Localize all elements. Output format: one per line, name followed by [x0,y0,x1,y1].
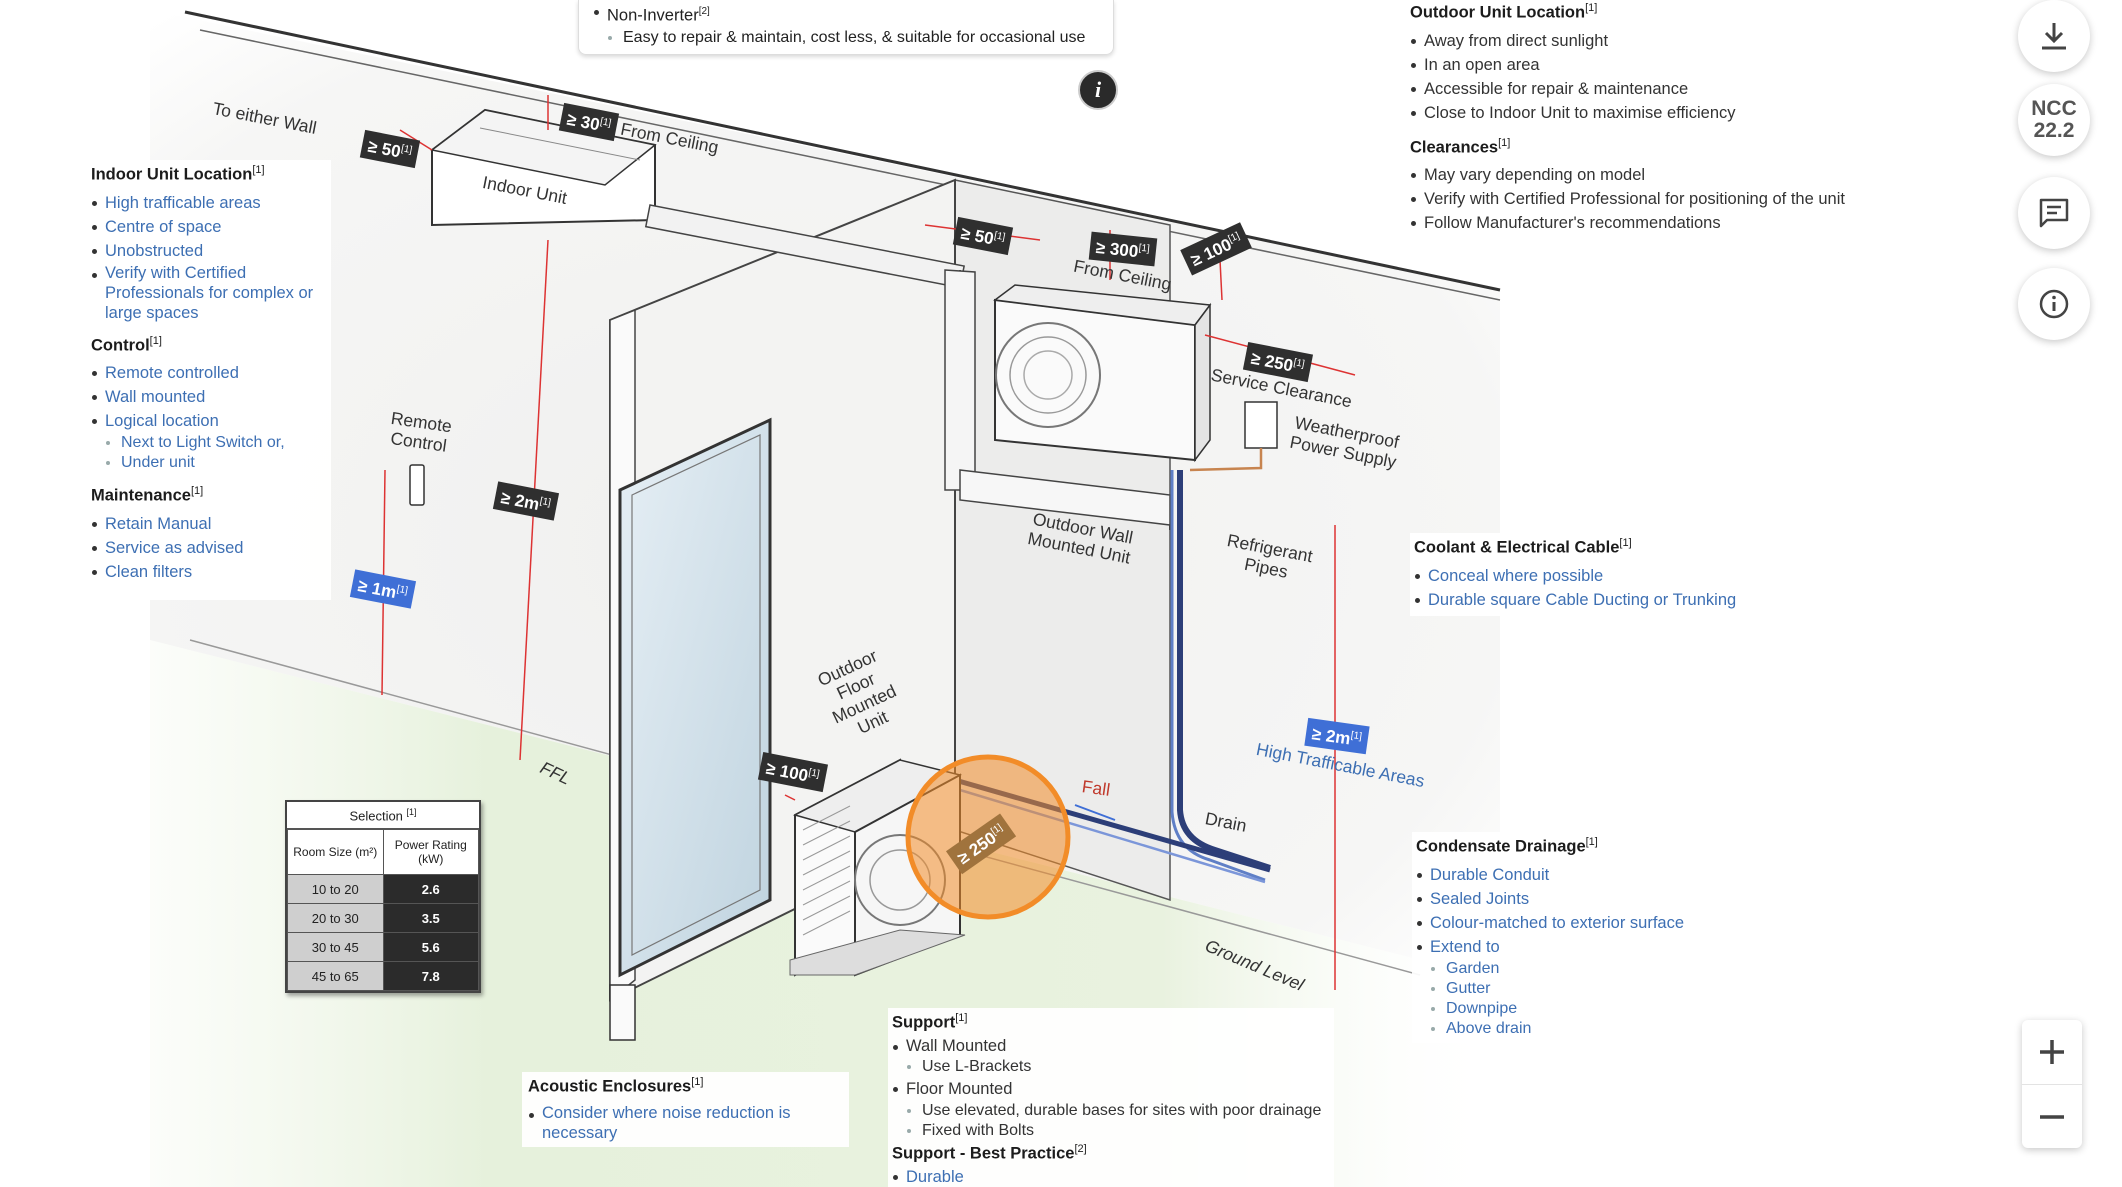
ceiling-line [184,10,1501,292]
list-item: Easy to repair & maintain, cost less, & … [593,28,1099,48]
selection-table: Selection [1] Room Size (m²) Power Ratin… [285,800,481,994]
coolant-title: Coolant & Electrical Cable[1] [1414,537,1632,557]
list-item: Use L-Brackets [892,1057,1330,1077]
cell-power-rating: 2.6 [382,874,479,905]
list-item: Colour-matched to exterior surface [1416,911,1716,935]
list-item: Follow Manufacturer's recommendations [1410,211,1870,235]
info-badge-icon[interactable]: i [1078,70,1118,110]
window [618,417,772,978]
list-item: Conceal where possible [1414,564,1754,588]
list-item: In an open area [1410,53,1870,77]
cell-room-size: 45 to 65 [287,961,384,992]
support-info-panel: Support[1] Wall Mounted Use L-Brackets F… [888,1008,1334,1187]
refrigerant-pipe [1177,470,1271,871]
list-item: High trafficable areas [91,191,326,215]
list-item: Centre of space [91,215,326,239]
control-title: Control[1] [91,334,162,355]
table-row: 20 to 30 3.5 [287,903,479,934]
list-item: Floor Mounted [892,1077,1330,1101]
cell-room-size: 30 to 45 [287,932,384,963]
selection-table-title: Selection [1] [287,802,479,830]
cell-room-size: 20 to 30 [287,903,384,934]
top-info-panel: Non-Inverter[2] Easy to repair & maintai… [578,0,1114,55]
list-item: Verify with Certified Professionals for … [91,263,326,323]
acoustic-title: Acoustic Enclosures[1] [528,1076,704,1096]
condensate-title: Condensate Drainage[1] [1416,836,1598,856]
list-item: Durable Conduit [1416,863,1716,887]
acoustic-info-panel: Acoustic Enclosures[1] Consider where no… [522,1072,849,1147]
table-row: 30 to 45 5.6 [287,932,479,963]
list-item: May vary depending on model [1410,163,1870,187]
clearances-title: Clearances[1] [1410,136,1511,157]
info-button[interactable] [2018,268,2090,340]
plus-icon [2040,1040,2064,1064]
cell-power-rating: 5.6 [382,932,479,963]
cell-power-rating: 3.5 [382,903,479,934]
list-item: Downpipe [1416,999,1716,1019]
list-item: Consider where noise reduction is necess… [528,1103,843,1143]
zoom-in-button[interactable] [2022,1020,2082,1085]
table-row: 10 to 20 2.6 [287,874,479,905]
list-item: Wall Mounted [892,1035,1330,1057]
list-item: Garden [1416,959,1716,979]
list-item: Accessible for repair & maintenance [1410,77,1870,101]
list-item: Next to Light Switch or, [91,433,326,453]
download-button[interactable] [2018,0,2090,72]
maintenance-title: Maintenance[1] [91,485,204,505]
list-item: Verify with Certified Professional for p… [1410,187,1870,211]
ncc-button[interactable]: NCC 22.2 [2018,84,2090,156]
cell-power-rating: 7.8 [382,961,479,992]
table-header-power-rating: Power Rating (kW) [382,829,479,876]
label-fall: Fall [1080,776,1112,800]
ncc-version: 22.2 [2033,119,2075,142]
list-item: Close to Indoor Unit to maximise efficie… [1410,101,1870,125]
cell-room-size: 10 to 20 [287,874,384,905]
download-icon [2042,23,2066,50]
list-item: Wall mounted [91,385,326,409]
ncc-label: NCC [2031,97,2077,120]
zoom-out-button[interactable] [2022,1085,2082,1149]
info-icon [2039,289,2069,319]
zoom-controls [2022,1020,2082,1148]
condensate-info-panel: Condensate Drainage[1] Durable Conduit S… [1412,832,1720,1043]
list-item: Extend to [1416,935,1716,959]
list-item: Durable square Cable Ducting or Trunking [1414,588,1754,612]
list-item: Clean filters [91,560,326,584]
coolant-info-panel: Coolant & Electrical Cable[1] Conceal wh… [1410,533,1758,616]
minus-icon [2040,1115,2064,1119]
list-item: Non-Inverter[2] [593,0,1099,28]
indoor-location-title: Indoor Unit Location[1] [91,164,265,184]
list-item: Remote controlled [91,361,326,385]
support-title: Support[1] [892,1012,968,1032]
list-item: Use elevated, durable bases for sites wi… [892,1101,1330,1121]
list-item: Retain Manual [91,512,326,536]
indoor-info-panel: Indoor Unit Location[1] High trafficable… [86,160,331,600]
comment-icon [2039,198,2069,228]
table-row: 45 to 65 7.8 [287,961,479,992]
list-item: Logical location [91,409,326,433]
remote-control-shape [409,464,425,506]
list-item: Away from direct sunlight [1410,29,1870,53]
support-best-practice-title: Support - Best Practice[2] [892,1142,1087,1163]
power-supply-box [1244,401,1278,449]
list-item: Fixed with Bolts [892,1121,1330,1141]
list-item: Service as advised [91,536,326,560]
list-item: Under unit [91,453,326,473]
list-item: Sealed Joints [1416,887,1716,911]
outdoor-info-panel: Outdoor Unit Location[1] Away from direc… [1406,0,1874,249]
list-item: Above drain [1416,1019,1716,1039]
list-item: Gutter [1416,979,1716,999]
list-item: Unobstructed [91,239,326,263]
outdoor-location-title: Outdoor Unit Location[1] [1410,2,1598,22]
comment-button[interactable] [2018,177,2090,249]
table-header-room-size: Room Size (m²) [287,829,384,876]
list-item: Durable [892,1165,1330,1187]
